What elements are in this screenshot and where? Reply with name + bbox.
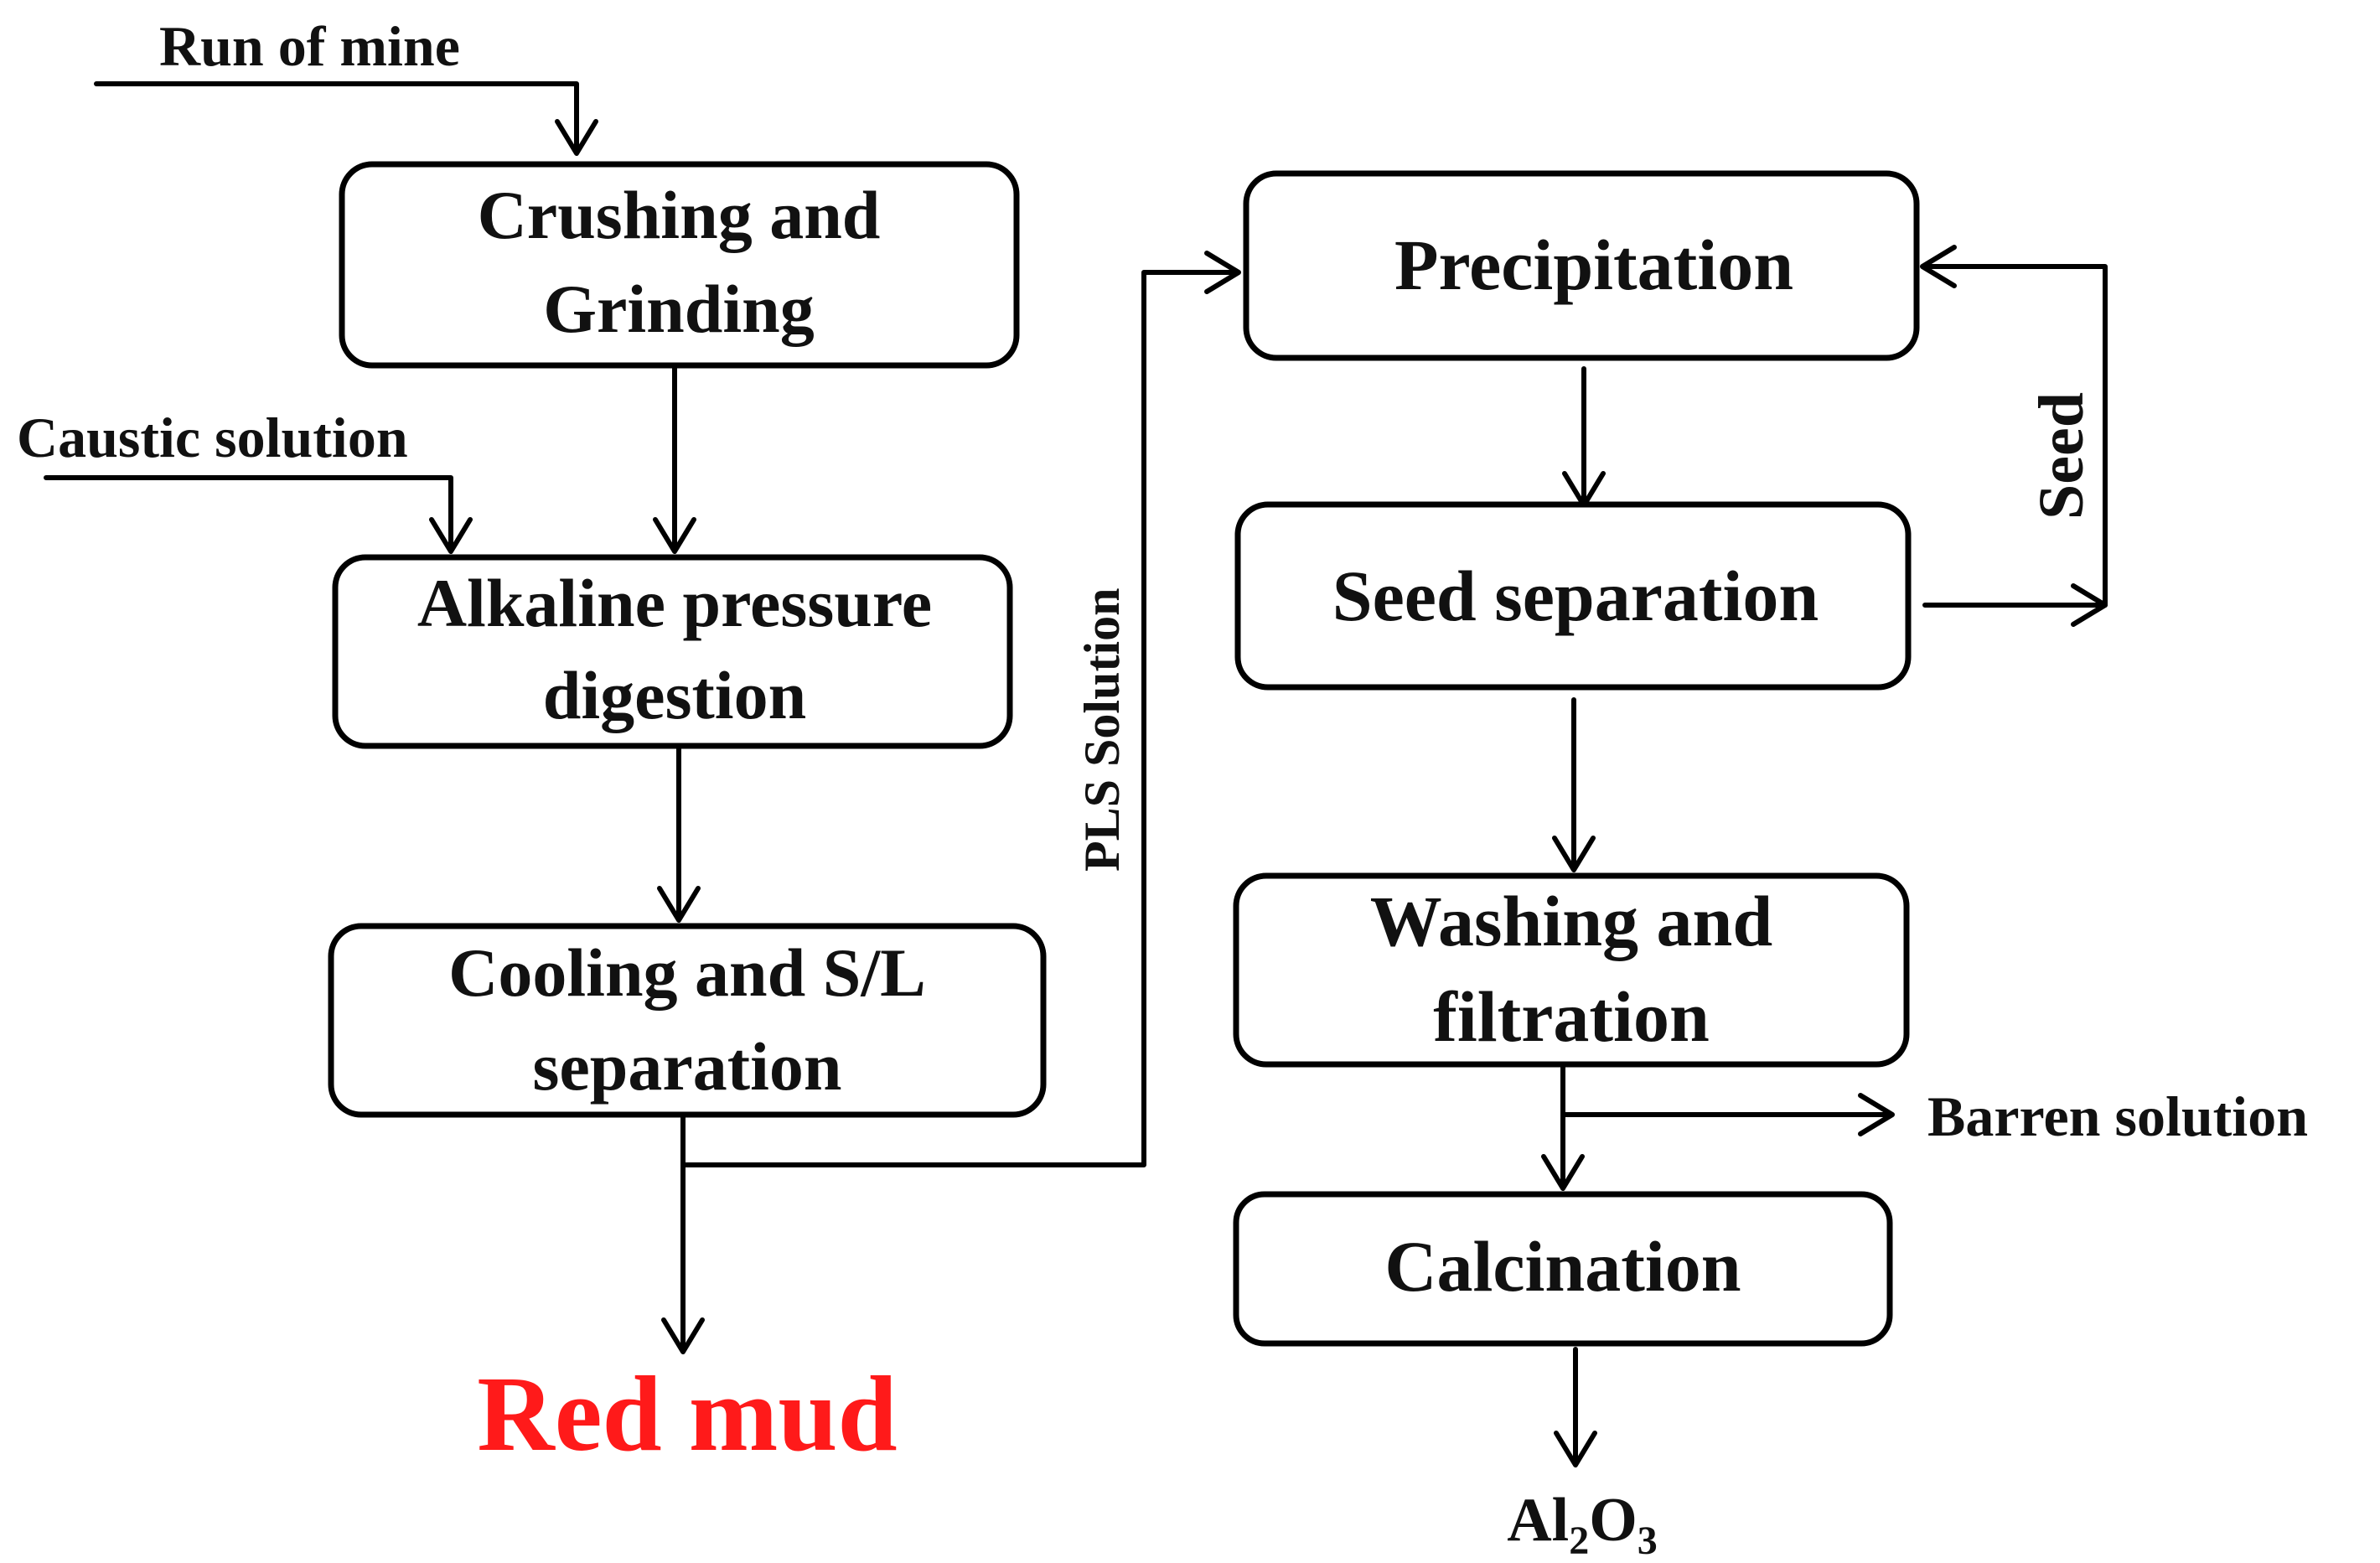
crushing-to-digestion-arrowhead: [653, 517, 696, 554]
precipitation-label: Precipitation: [1394, 225, 1793, 305]
crushing-grinding-label-line1: Crushing and: [478, 177, 881, 253]
caustic-solution-label: Caustic solution: [17, 406, 408, 469]
digestion-to-cooling-arrowhead: [657, 886, 701, 923]
seed-separation-box: [1234, 501, 1912, 691]
seed-recycle-exit-arrowhead: [2071, 583, 2108, 627]
alkaline-digestion-label-line2: digestion: [543, 657, 806, 733]
caustic-solution-arrowhead: [429, 517, 473, 554]
calcination-to-alumina-arrowhead: [1554, 1431, 1597, 1467]
crushing-grinding-box: [339, 161, 1020, 369]
run-of-mine-label: Run of mine: [159, 14, 460, 78]
red-mud-label: Red mud: [477, 1354, 897, 1473]
cooling-separation-box: [328, 923, 1047, 1118]
washing-filtration-box: [1233, 872, 1910, 1068]
crushing-grinding-label-line2: Grinding: [543, 271, 815, 347]
alkaline-digestion-box: [332, 554, 1013, 749]
alumina-label: Al2O3: [1507, 1486, 1658, 1563]
washing-filtration-label-line1: Washing and: [1370, 881, 1772, 961]
alumina-al: Al: [1507, 1486, 1569, 1555]
alumina-sub-3: 3: [1638, 1519, 1658, 1563]
alumina-o: O: [1589, 1486, 1638, 1555]
cooling-separation-label-line1: Cooling and S/L: [448, 934, 926, 1011]
precipitation-box: [1243, 170, 1920, 361]
washing-to-calcination-arrowhead: [1541, 1154, 1585, 1191]
barren-solution-arrowhead: [1858, 1093, 1895, 1136]
cooling-separation-label-line2: separation: [533, 1028, 842, 1105]
barren-solution-label: Barren solution: [1927, 1084, 2308, 1148]
pls-solution-label: PLS Solution: [1074, 588, 1130, 872]
alumina-sub-2: 2: [1569, 1519, 1589, 1563]
seed-recycle-arrow: [1922, 264, 2108, 608]
seed-separation-label: Seed separation: [1332, 556, 1819, 636]
alkaline-digestion-label-line1: Alkaline pressure: [417, 565, 932, 641]
seed-separation-to-washing-arrowhead: [1552, 836, 1596, 872]
run-of-mine-arrowhead: [555, 119, 598, 156]
run-of-mine-arrow: [94, 81, 579, 153]
seed-recycle-arrowhead: [1920, 245, 1957, 288]
cooling-to-red-mud-arrowhead: [661, 1317, 705, 1354]
pls-solution-arrow: [680, 270, 1239, 1167]
seed-label: Seed: [2026, 392, 2097, 520]
caustic-solution-arrow: [44, 475, 453, 551]
calcination-label: Calcination: [1384, 1226, 1741, 1307]
pls-solution-arrowhead: [1204, 251, 1241, 294]
calcination-box: [1233, 1191, 1893, 1347]
washing-filtration-label-line2: filtration: [1433, 976, 1710, 1057]
